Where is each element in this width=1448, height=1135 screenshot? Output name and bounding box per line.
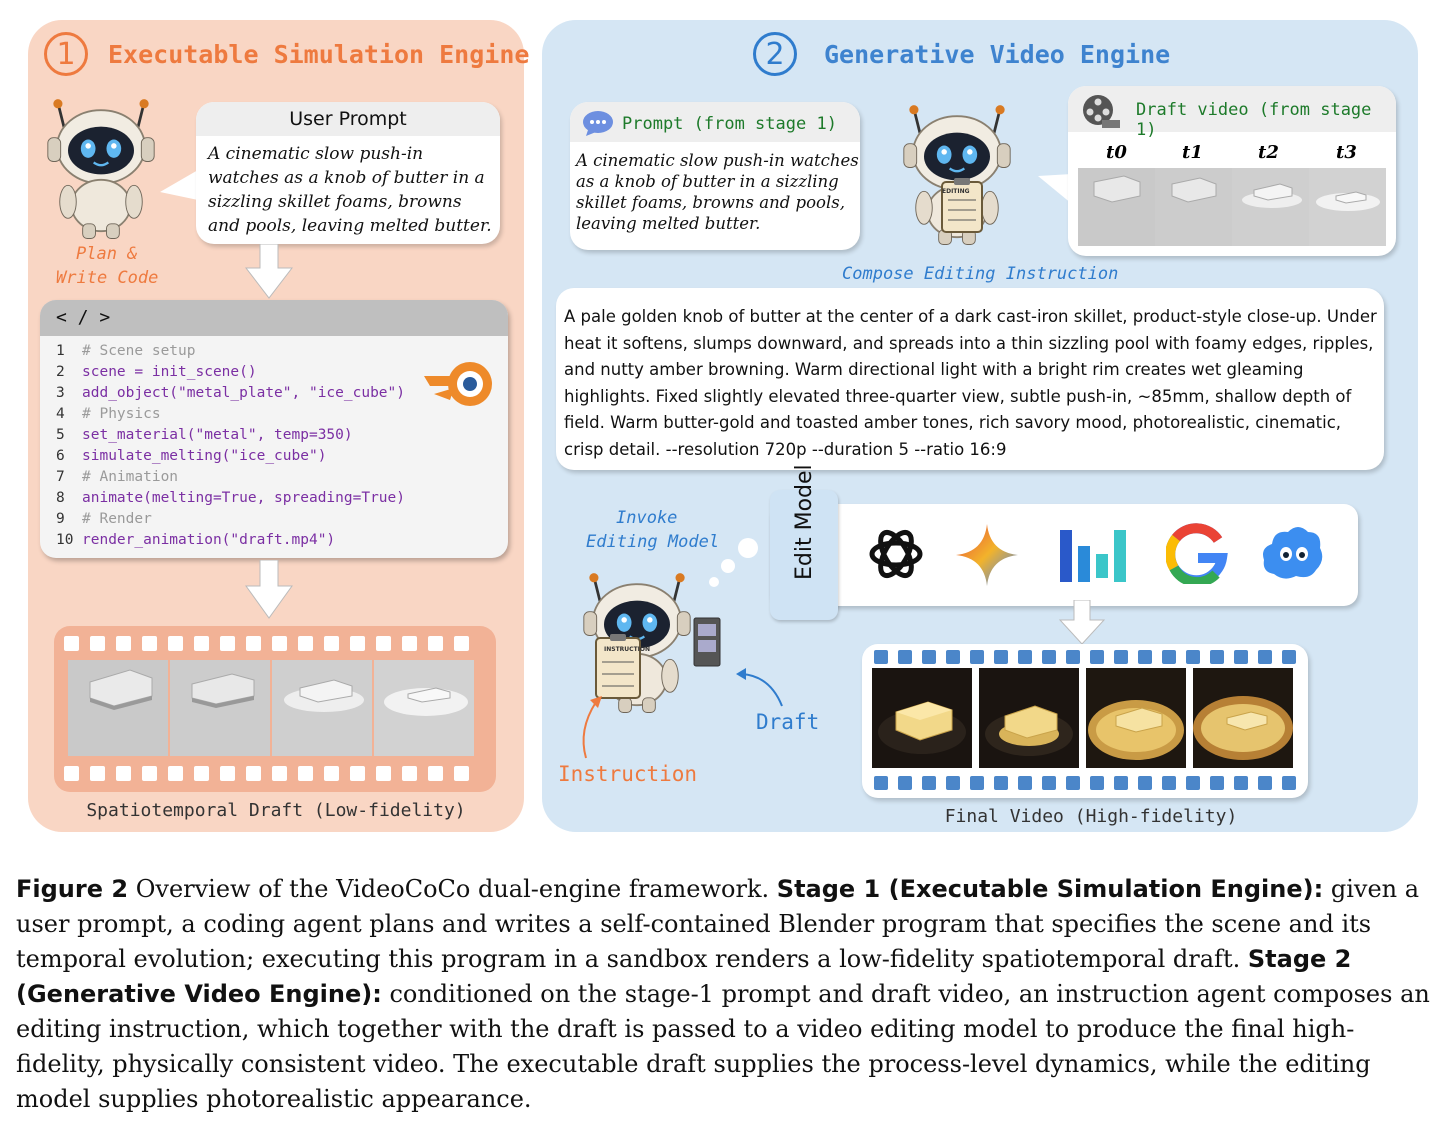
draft-arrow-label: Draft	[756, 710, 820, 734]
bubble-tail-2	[1038, 174, 1072, 204]
final-frame-3	[1086, 668, 1186, 768]
coding-agent-robot-icon	[46, 92, 156, 242]
down-arrow-2	[245, 560, 293, 619]
caption-intro: Overview of the VideoCoCo dual-engine fr…	[135, 875, 770, 903]
time-label-t3: t3	[1336, 142, 1357, 163]
editing-instruction-text: A pale golden knob of butter at the cent…	[564, 307, 1377, 459]
instruction-arrow-label: Instruction	[558, 762, 698, 786]
code-line-1: 1# Scene setup	[56, 343, 196, 359]
caption-stage2-label: Stage 2 (Generative Video Engine):	[16, 945, 1352, 1008]
caption-stage1-text: given a user prompt, a coding agent plan…	[16, 875, 1420, 973]
openai-logo-icon	[869, 530, 923, 578]
clipboard-text-2: INSTRUCTION	[604, 646, 651, 653]
editing-instruction-box: A pale golden knob of butter at the cent…	[556, 288, 1384, 470]
stage1-title: Executable Simulation Engine	[108, 40, 530, 69]
draft-frame-4	[374, 660, 474, 756]
figure-caption: Figure 2 Overview of the VideoCoCo dual-…	[16, 872, 1432, 1117]
draft-frame-1	[68, 660, 168, 756]
code-header: < / >	[40, 300, 508, 336]
chat-icon	[583, 111, 613, 136]
final-frame-2	[979, 668, 1079, 768]
gemini-logo-icon	[956, 524, 1018, 586]
draft-video-box: Draft video (from stage 1) t0 t1 t2 t3	[1068, 86, 1396, 256]
stage1-prompt-bubble: Prompt (from stage 1) A cinematic slow p…	[570, 102, 860, 250]
write-code-label: Write Code	[56, 268, 159, 288]
time-label-t2: t2	[1258, 142, 1279, 163]
bubble-tail	[160, 170, 198, 200]
plan-label: Plan &	[76, 244, 138, 264]
google-logo-icon	[1166, 523, 1228, 584]
user-prompt-text: A cinematic slow push-in watches as a kn…	[208, 144, 492, 236]
code-line-7: 7# Animation	[56, 469, 179, 485]
final-frame-1	[872, 668, 972, 768]
compose-label: Compose Editing Instruction	[842, 264, 1119, 284]
prompt-header: Prompt (from stage 1)	[622, 114, 837, 134]
edit-model-tab	[770, 490, 838, 620]
draft-label: Spatiotemporal Draft (Low-fidelity)	[86, 800, 466, 821]
final-frame-4	[1193, 668, 1293, 768]
draft-frame-3	[272, 660, 372, 756]
editing-model-label: Editing Model	[586, 532, 720, 552]
thought-dots	[709, 538, 758, 587]
blender-logo-icon	[424, 362, 492, 406]
draft-filmstrip	[54, 626, 496, 792]
stage2-title: Generative Video Engine	[824, 40, 1171, 69]
cloud-mascot-logo-icon	[1263, 527, 1323, 579]
stage1-number: 1	[44, 32, 88, 76]
editing-agent-robot-icon	[582, 571, 721, 714]
stage2-number: 2	[753, 32, 797, 76]
caption-stage1-label: Stage 1 (Executable Simulation Engine):	[776, 875, 1324, 903]
down-arrow-1	[244, 244, 294, 299]
draft-frame-2	[170, 660, 270, 756]
invoke-label: Invoke	[616, 508, 678, 528]
caption-stage2-text: conditioned on the stage-1 prompt and dr…	[16, 980, 1430, 1113]
down-arrow-3	[1058, 600, 1106, 645]
instruction-arrow	[582, 696, 602, 759]
film-reel-icon	[1083, 95, 1120, 128]
kling-logo-icon	[1060, 530, 1126, 582]
time-label-t1: t1	[1182, 142, 1203, 163]
draft-video-frames	[1078, 168, 1386, 246]
clipboard-text-1: EDITING	[942, 188, 970, 195]
time-label-t0: t0	[1106, 142, 1127, 163]
final-video-label: Final Video (High-fidelity)	[944, 806, 1238, 827]
code-line-4: 4# Physics	[56, 406, 161, 422]
final-video-filmstrip	[862, 644, 1308, 798]
code-line-9: 9# Render	[56, 511, 152, 527]
draft-arrow	[736, 668, 783, 707]
draft-video-header: Draft video (from stage 1)	[1136, 100, 1372, 140]
edit-model-label: Edit Model	[792, 464, 817, 580]
user-prompt-header: User Prompt	[289, 108, 407, 130]
instruction-agent-robot-icon	[902, 103, 1012, 246]
stage1-prompt-text: A cinematic slow push-in watches as a kn…	[576, 151, 859, 233]
user-prompt-bubble: User Prompt A cinematic slow push-in wat…	[196, 102, 500, 244]
figure-label: Figure 2	[16, 875, 129, 903]
